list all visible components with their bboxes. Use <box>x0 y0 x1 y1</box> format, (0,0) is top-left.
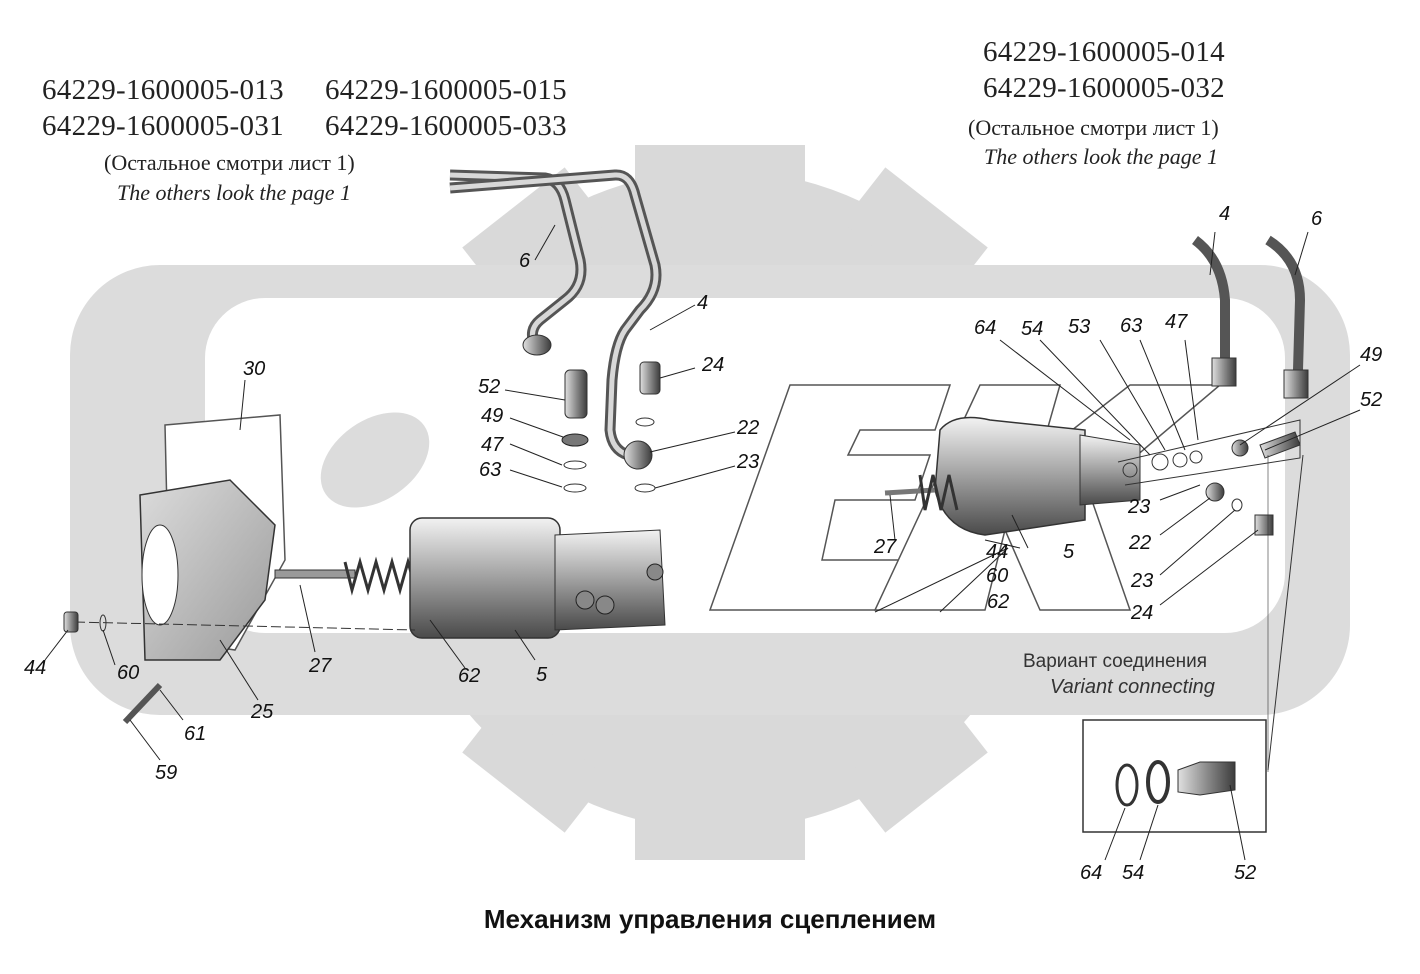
callout-label: 5 <box>536 664 548 686</box>
left-note-ru: (Остальное смотри лист 1) <box>104 150 355 175</box>
pushrod-27 <box>274 569 356 579</box>
callout-label: 52 <box>1360 389 1383 411</box>
callout-label: 25 <box>251 701 274 723</box>
callout-label: 49 <box>481 405 504 427</box>
callout-label: 63 <box>479 459 502 481</box>
bolt-59 <box>122 682 163 725</box>
callout-label: 59 <box>155 762 178 784</box>
variant-connecting-box <box>1082 719 1267 833</box>
clutch-booster-5 <box>409 517 561 639</box>
callout-label: 60 <box>986 565 1009 587</box>
callout-label: 47 <box>1165 311 1188 333</box>
part-number: 64229-1600005-013 <box>42 74 284 106</box>
callout-label: 49 <box>1360 344 1383 366</box>
callout-label: 6 <box>519 250 531 272</box>
bracket-25 <box>139 479 276 661</box>
callout-label: 54 <box>1021 318 1044 340</box>
callout-label: 6 <box>1311 208 1323 230</box>
variant-label-ru: Вариант соединения <box>1023 651 1208 672</box>
callout-label: 5 <box>1063 541 1075 563</box>
callout-label: 44 <box>24 657 47 679</box>
callout-label: 24 <box>1131 602 1154 624</box>
callout-label: 63 <box>1120 315 1143 337</box>
callout-label: 64 <box>974 317 997 339</box>
clutch-booster-5-right <box>934 416 1086 536</box>
bolt-24 <box>639 361 661 395</box>
callout-label: 4 <box>697 292 709 314</box>
part-number: 64229-1600005-032 <box>983 72 1225 104</box>
callout-label: 30 <box>243 358 266 380</box>
callout-label: 22 <box>737 417 760 439</box>
callout-label: 47 <box>481 434 504 456</box>
callout-label: 22 <box>1129 532 1152 554</box>
part-number: 64229-1600005-014 <box>983 36 1225 68</box>
callout-label: 64 <box>1080 862 1103 884</box>
callout-label: 60 <box>117 662 140 684</box>
tube-6-right <box>1265 235 1306 371</box>
variant-label-en: Variant connecting <box>1050 676 1215 698</box>
callout-label: 53 <box>1068 316 1091 338</box>
right-note-ru: (Остальное смотри лист 1) <box>968 115 1219 140</box>
callout-label: 62 <box>987 591 1010 613</box>
callout-label: 44 <box>986 541 1009 563</box>
callout-label: 52 <box>1234 862 1257 884</box>
elbow-fitting-52 <box>564 369 588 419</box>
nut-44 <box>63 611 79 633</box>
tube-4-right <box>1191 235 1230 360</box>
letter-o-watermark <box>235 348 535 572</box>
callout-label: 62 <box>458 665 481 687</box>
callout-label: 23 <box>737 451 760 473</box>
callout-label: 24 <box>702 354 725 376</box>
callout-label: 27 <box>309 655 332 677</box>
callout-label: 54 <box>1122 862 1145 884</box>
part-number: 64229-1600005-033 <box>325 110 567 142</box>
leader-lines <box>44 224 1361 861</box>
callout-label: 27 <box>874 536 897 558</box>
left-note-en: The others look the page 1 <box>117 180 352 205</box>
part-number: 64229-1600005-015 <box>325 74 567 106</box>
callout-label: 61 <box>184 723 207 745</box>
callout-label: 23 <box>1128 496 1151 518</box>
callout-label: 23 <box>1131 570 1154 592</box>
page-title: Механизм управления сцеплением <box>483 904 937 934</box>
callout-label: 52 <box>478 376 501 398</box>
right-note-en: The others look the page 1 <box>984 144 1219 169</box>
part-number: 64229-1600005-031 <box>42 110 284 142</box>
callout-label: 4 <box>1219 203 1231 225</box>
